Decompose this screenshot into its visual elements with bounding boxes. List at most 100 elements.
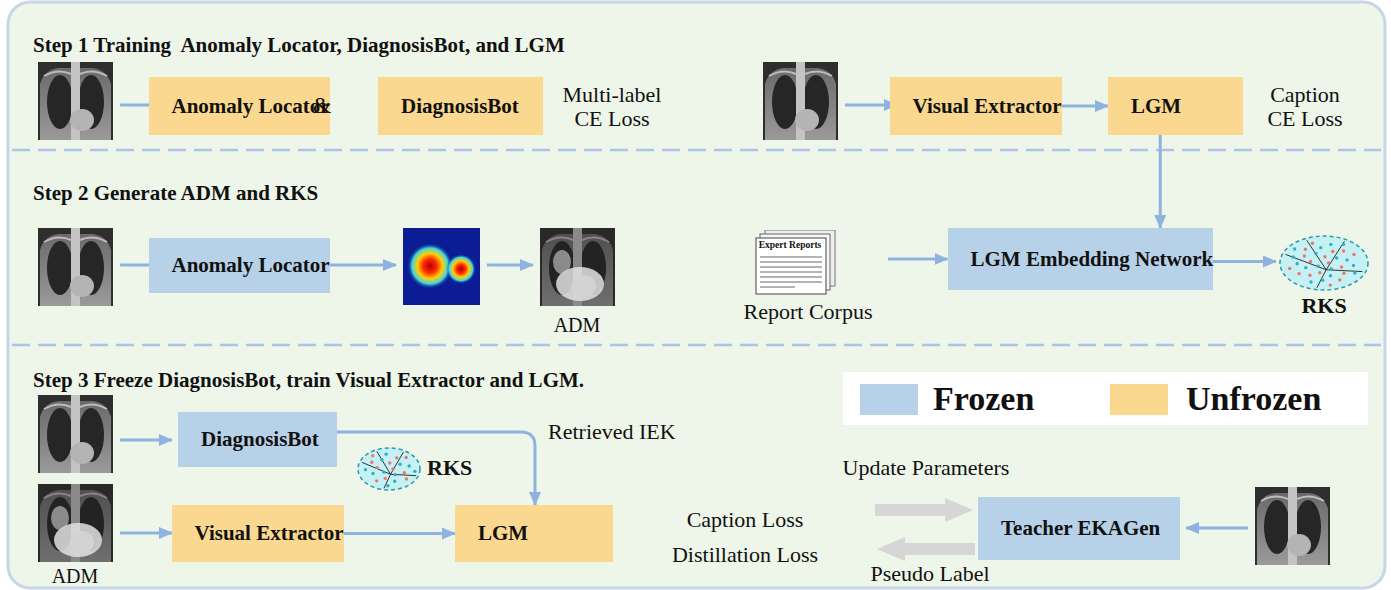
space-line bbox=[1326, 241, 1344, 269]
space-dot bbox=[1291, 255, 1294, 258]
space-line bbox=[391, 452, 404, 474]
text-line bbox=[760, 276, 822, 278]
box-label: DiagnosisBot bbox=[401, 94, 519, 118]
xray-image bbox=[38, 62, 113, 140]
space-dot bbox=[1329, 274, 1332, 277]
space-dot bbox=[380, 458, 383, 461]
space-line bbox=[377, 451, 391, 474]
box-label: DiagnosisBot bbox=[201, 427, 319, 451]
box-label: Visual Extractor bbox=[913, 94, 1062, 118]
text-line bbox=[760, 256, 822, 258]
space-dot bbox=[403, 471, 406, 474]
process-box: DiagnosisBot bbox=[178, 412, 337, 467]
space-dot bbox=[1342, 272, 1345, 275]
process-box: LGM Embedding Network bbox=[948, 228, 1213, 290]
plain-label: Multi-label CE Loss bbox=[550, 83, 675, 131]
edge-label: Retrieved IEK bbox=[548, 420, 676, 444]
document-icon: Expert ReportsReport Corpus bbox=[728, 228, 888, 328]
knowledge-space: RKS bbox=[1276, 233, 1372, 322]
space-shape bbox=[1276, 233, 1372, 293]
space-line bbox=[1307, 240, 1326, 270]
xray-image bbox=[763, 62, 838, 140]
legend-box bbox=[843, 372, 1368, 425]
flow-arrow bbox=[1186, 527, 1248, 530]
flow-arrow bbox=[120, 532, 172, 535]
space-dot bbox=[1311, 242, 1314, 245]
step-heading: Step 2 Generate ADM and RKS bbox=[33, 181, 318, 205]
process-box: LGM bbox=[455, 505, 613, 562]
plain-label: Caption CE Loss bbox=[1257, 83, 1353, 131]
space-dot bbox=[1321, 279, 1324, 282]
connector-arrow bbox=[1159, 135, 1162, 228]
space-dot bbox=[395, 456, 398, 459]
connector-arrow bbox=[888, 258, 948, 261]
space-dot bbox=[1304, 248, 1307, 251]
plain-label: ADM bbox=[35, 566, 115, 586]
legend-text: Unfrozen bbox=[1186, 380, 1321, 417]
legend-text: Frozen bbox=[933, 380, 1034, 417]
xray-image bbox=[38, 395, 113, 473]
space-ellipse bbox=[1280, 236, 1368, 290]
outer-panel bbox=[8, 2, 1385, 588]
space-dot bbox=[405, 477, 408, 480]
space-dot bbox=[1319, 246, 1322, 249]
flow-arrow bbox=[120, 439, 172, 442]
space-dot bbox=[1330, 267, 1333, 270]
space-dot bbox=[1352, 264, 1355, 267]
space-dot bbox=[388, 461, 391, 464]
legend-swatch bbox=[860, 384, 918, 415]
space-dot bbox=[1314, 252, 1317, 255]
space-dot bbox=[1342, 243, 1345, 246]
space-dot bbox=[393, 480, 396, 483]
legend-swatch bbox=[1110, 384, 1168, 415]
flow-arrow bbox=[487, 264, 533, 267]
page-sheet bbox=[756, 238, 826, 294]
space-line bbox=[362, 462, 391, 474]
space-dot bbox=[1338, 278, 1341, 281]
connector-arrow bbox=[344, 532, 456, 535]
text-line bbox=[760, 271, 822, 273]
document-shape bbox=[755, 230, 837, 296]
box-label: LGM Embedding Network bbox=[971, 247, 1214, 271]
space-dot bbox=[1309, 280, 1312, 283]
box-label: Anomaly Locator bbox=[172, 94, 330, 118]
process-box: Anomaly Locator bbox=[149, 238, 330, 293]
space-dot bbox=[394, 473, 397, 476]
space-dot bbox=[386, 484, 389, 487]
dashed-divider bbox=[12, 149, 1381, 152]
space-dot bbox=[1295, 262, 1298, 265]
space-dot bbox=[1340, 265, 1343, 268]
update-arrow bbox=[875, 498, 973, 522]
box-label: LGM bbox=[1131, 94, 1181, 118]
space-dot bbox=[382, 470, 385, 473]
plain-label: Pseudo Label bbox=[835, 563, 1025, 585]
space-dot bbox=[1317, 265, 1320, 268]
xray-image bbox=[38, 228, 113, 306]
space-dot bbox=[1328, 283, 1331, 286]
heatmap-image bbox=[403, 228, 480, 305]
space-dot bbox=[1293, 247, 1296, 250]
space-shape bbox=[356, 446, 422, 492]
document-label: Expert Reports bbox=[756, 240, 824, 250]
text-line bbox=[760, 281, 822, 283]
space-dot bbox=[1323, 255, 1326, 258]
space-dot bbox=[1304, 266, 1307, 269]
process-box: Anomaly Locator bbox=[149, 77, 330, 135]
process-box: Visual Extractor bbox=[890, 77, 1062, 135]
box-label: LGM bbox=[478, 521, 528, 545]
step-heading: Step 3 Freeze DiagnosisBot, train Visual… bbox=[33, 368, 584, 392]
process-box: DiagnosisBot bbox=[378, 77, 543, 135]
space-dot bbox=[364, 468, 367, 471]
box-label: Visual Extractor bbox=[195, 521, 344, 545]
knowledge-space: RKS bbox=[356, 446, 480, 492]
flow-arrows bbox=[120, 105, 1248, 533]
connector-arrow bbox=[1213, 260, 1277, 263]
plain-label: Distillation Loss bbox=[630, 543, 860, 567]
space-dot bbox=[375, 479, 378, 482]
box-label: Anomaly Locator bbox=[172, 253, 330, 277]
space-line bbox=[384, 474, 391, 488]
box-label: Teacher EKAGen bbox=[1001, 516, 1160, 540]
step-band: Step 2 Generate ADM and RKS Anomaly Locat… bbox=[10, 150, 1380, 345]
space-dot bbox=[1303, 254, 1306, 257]
